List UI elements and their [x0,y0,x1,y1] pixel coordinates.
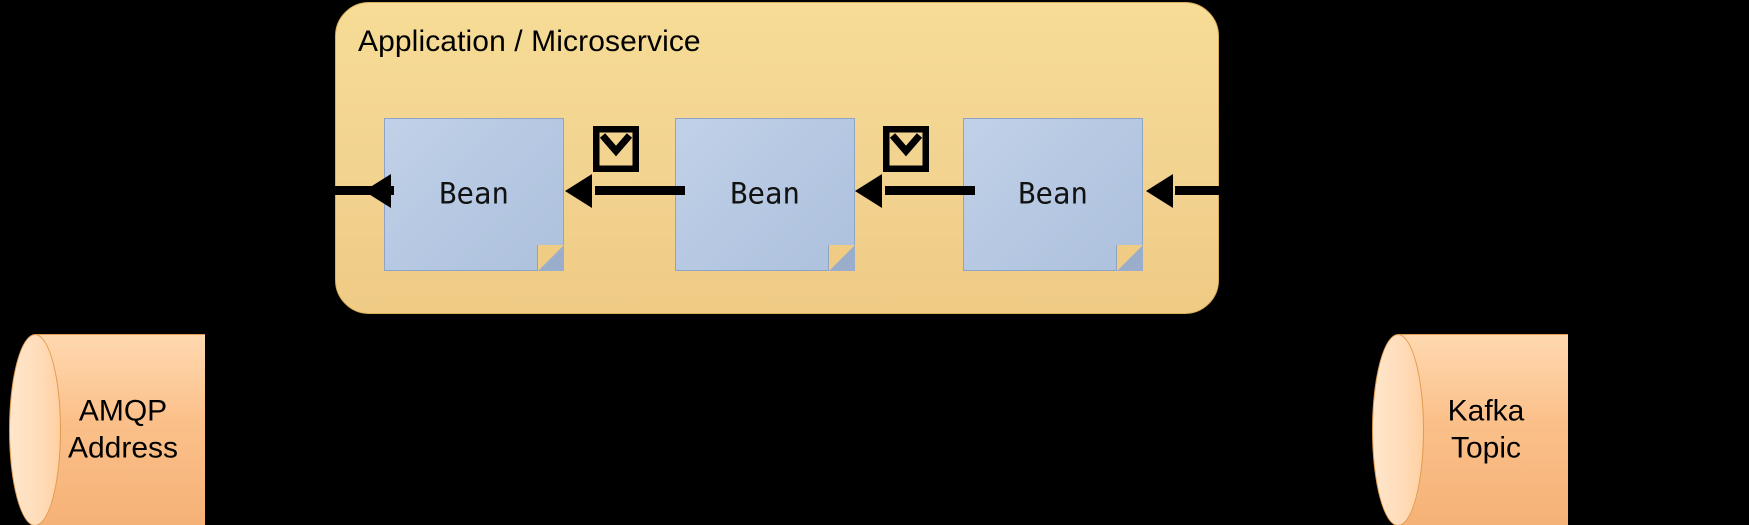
arrow-into-bean-1-line [332,186,394,195]
arrow-bean-3-to-bean-2-line [885,186,975,195]
bean-box-3: Bean [963,118,1143,271]
envelope-icon [592,125,640,173]
kafka-topic-label-line1: Kafka [1447,394,1525,428]
bean-label-3: Bean [1018,175,1088,210]
amqp-address-label-line2: Address [67,431,179,464]
arrow-bean-3-to-bean-2-head [855,174,882,208]
kafka-topic-label-line2: Topic [1450,431,1522,464]
bean-box-1: Bean [384,118,564,271]
bean-label-1: Bean [439,175,509,210]
amqp-cylinder-cap [9,334,61,525]
kafka-topic-cylinder: Kafka Topic [1372,334,1568,525]
arrow-bean-2-to-bean-1-head [565,174,592,208]
kafka-cylinder-body [1398,334,1568,525]
arrow-into-bean-3-line [1175,186,1250,195]
arrow-bean-2-to-bean-1-line [595,186,685,195]
arrow-into-bean-3-head [1146,174,1173,208]
amqp-address-label-line1: AMQP [78,394,168,428]
kafka-topic-label: Kafka Topic [1412,393,1560,466]
bean-box-2: Bean [675,118,855,271]
arrow-into-bean-1-head [364,174,391,208]
amqp-address-label: AMQP Address [45,393,201,466]
amqp-address-cylinder: AMQP Address [9,334,205,525]
folded-corner-shadow-2 [829,245,855,271]
amqp-cylinder-body [35,334,205,525]
kafka-cylinder-cap [1372,334,1424,525]
container-title: Application / Microservice [358,25,701,58]
bean-label-2: Bean [730,175,800,210]
folded-corner-shadow-1 [538,245,564,271]
folded-corner-shadow-3 [1117,245,1143,271]
envelope-icon [882,125,930,173]
